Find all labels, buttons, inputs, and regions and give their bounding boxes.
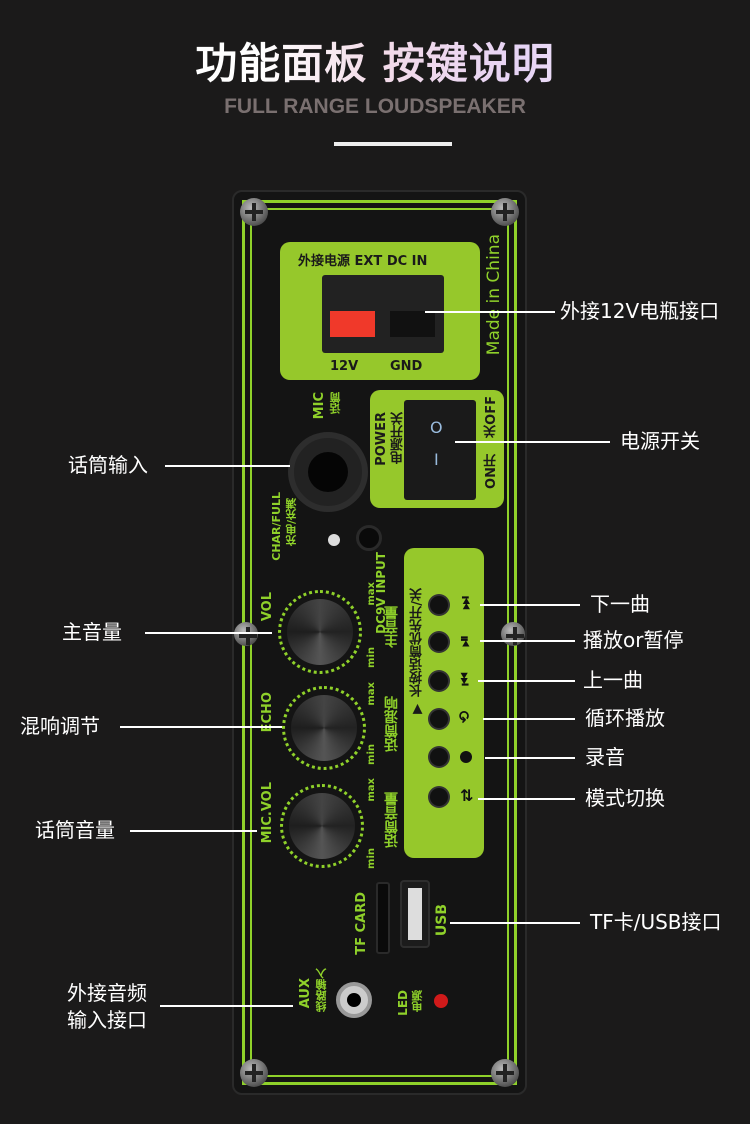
callout-play-pause: 播放or暂停 <box>583 628 684 652</box>
prev-icon: ⏮ <box>455 672 474 686</box>
mode-switch-icon: ⇅ <box>460 786 474 805</box>
mic-volume-knob[interactable] <box>280 784 364 868</box>
mic-label-cn: 话筒 <box>329 392 342 414</box>
vol-label: VOL <box>260 592 275 622</box>
echo-max: max <box>366 682 377 706</box>
led-label-cn: 电源 <box>411 990 424 1012</box>
screw-icon <box>240 1059 268 1087</box>
subtitle: FULL RANGE LOUDSPEAKER <box>224 95 526 118</box>
play-pause-button[interactable] <box>430 633 448 651</box>
callout-tf-usb: TF卡/USB接口 <box>590 910 722 934</box>
charge-label: CHAR/FULL <box>270 492 283 561</box>
terminal-gnd-label: GND <box>390 359 423 374</box>
callout-mode: 模式切换 <box>585 786 665 810</box>
vol-max: max <box>366 582 377 606</box>
charge-label-cn: 充电/充满 <box>285 498 298 547</box>
long-press-label: ▼ 长按话筒优先开/关 <box>410 588 425 717</box>
screw-icon <box>234 622 258 646</box>
off-label: 关OFF <box>484 396 499 438</box>
repeat-button[interactable] <box>430 710 448 728</box>
ext-dc-label: 外接电源 EXT DC IN <box>298 254 428 269</box>
callout-aux-line2: 输入接口 <box>67 1008 147 1032</box>
terminal-12v-tab[interactable] <box>330 311 375 337</box>
terminal-block <box>322 275 444 353</box>
callout-line <box>160 1005 293 1007</box>
vol-min: min <box>366 647 377 668</box>
aux-label: AUX <box>298 978 313 1009</box>
callout-line <box>425 311 555 313</box>
screw-icon <box>240 198 268 226</box>
micvol-min: min <box>366 848 377 869</box>
callout-echo: 混响调节 <box>20 714 100 738</box>
vol-label-cn: 主音量 <box>384 606 400 648</box>
micvol-max: max <box>366 778 377 802</box>
play-pause-icon: ⏯ <box>455 634 474 648</box>
callout-line <box>485 757 575 759</box>
led-label: LED <box>396 990 410 1016</box>
callout-aux-line1: 外接音频 <box>67 981 147 1005</box>
callout-line <box>450 922 580 924</box>
screw-icon <box>491 1059 519 1087</box>
aux-jack[interactable] <box>336 982 372 1018</box>
screw-icon <box>501 622 525 646</box>
callout-dc-input: 外接12V电瓶接口 <box>560 299 720 323</box>
aux-label-cn: 线路输入 <box>315 968 328 1012</box>
callout-main-volume: 主音量 <box>62 620 122 644</box>
prev-button[interactable] <box>430 672 448 690</box>
micvol-label-cn: 话筒音量 <box>384 792 400 848</box>
callout-next: 下一曲 <box>590 592 650 616</box>
power-box: POWER 电源开关 O I ON开 关OFF <box>370 390 504 508</box>
on-label: ON开 <box>484 454 499 489</box>
usb-label: USB <box>434 904 450 937</box>
terminal-12v-label: 12V <box>330 359 359 374</box>
record-icon <box>460 751 472 763</box>
usb-port[interactable] <box>400 880 430 948</box>
callout-line <box>478 798 575 800</box>
power-led <box>434 994 448 1008</box>
callout-line <box>120 726 282 728</box>
callout-record: 录音 <box>585 745 625 769</box>
mic-jack[interactable] <box>288 432 368 512</box>
mic-label: MIC <box>312 392 327 420</box>
repeat-icon: ⟲ <box>455 710 474 724</box>
made-in-china: Made in China <box>484 234 504 356</box>
mode-button[interactable] <box>430 788 448 806</box>
main-volume-knob[interactable] <box>278 590 362 674</box>
callout-line <box>130 830 257 832</box>
switch-off-mark: O <box>430 418 443 437</box>
speaker-panel: 外接电源 EXT DC IN 12V GND Made in China POW… <box>232 190 527 1095</box>
button-box: ▼ 长按话筒优先开/关 ⏭ ⏯ ⏮ ⟲ ⇅ <box>404 548 484 858</box>
divider <box>334 142 452 146</box>
micvol-label: MIC.VOL <box>260 782 275 844</box>
tf-card-slot[interactable] <box>376 882 390 954</box>
callout-line <box>480 604 580 606</box>
power-switch[interactable]: O I <box>404 400 476 500</box>
callout-power-switch: 电源开关 <box>620 429 700 453</box>
power-label: POWER <box>374 412 389 466</box>
callout-line <box>480 640 575 642</box>
record-button[interactable] <box>430 748 448 766</box>
echo-min: min <box>366 744 377 765</box>
next-icon: ⏭ <box>455 596 474 610</box>
callout-repeat: 循环播放 <box>585 706 665 730</box>
tf-card-label: TF CARD <box>354 892 369 955</box>
switch-on-mark: I <box>434 450 439 469</box>
page-title: 功能面板 按键说明 <box>0 30 750 91</box>
echo-label-cn: 话筒混响 <box>384 696 400 752</box>
callout-line <box>165 465 290 467</box>
callout-line <box>455 441 610 443</box>
callout-mic-input: 话筒输入 <box>68 453 148 477</box>
terminal-gnd-tab[interactable] <box>390 311 435 337</box>
callout-line <box>145 632 272 634</box>
echo-knob[interactable] <box>282 686 366 770</box>
next-button[interactable] <box>430 596 448 614</box>
callout-mic-volume: 话筒音量 <box>35 818 115 842</box>
callout-line <box>483 718 575 720</box>
callout-line <box>478 680 575 682</box>
callout-prev: 上一曲 <box>583 668 643 692</box>
charge-led <box>328 534 340 546</box>
dc-input-jack[interactable] <box>356 525 382 551</box>
screw-icon <box>491 198 519 226</box>
